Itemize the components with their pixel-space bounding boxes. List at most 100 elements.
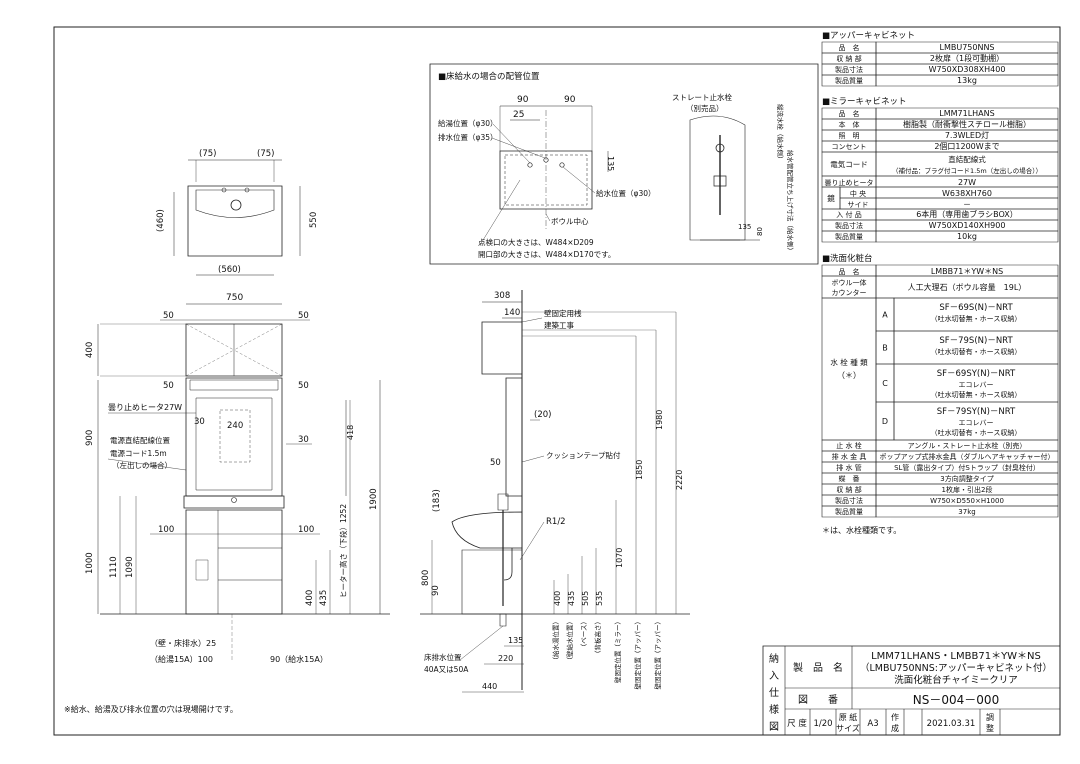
- dim-900: 900: [85, 430, 95, 446]
- vertical-position-label: 壁固定位置（アッパー）: [633, 618, 642, 690]
- dim-50-a: 50: [163, 311, 174, 321]
- spec-row-value: LMBU750NNS: [939, 43, 994, 52]
- straight-valve-label: ストレート止水栓: [672, 92, 732, 102]
- spec-row-label: 製品寸法: [835, 496, 863, 505]
- paper-label-2: サイズ: [836, 723, 860, 733]
- spec-row-label: 照 明: [839, 132, 860, 140]
- spec-row-label: 収 納 部: [836, 54, 861, 63]
- spec-row-value: 1枚扉・引出2段: [942, 485, 993, 494]
- vanity-name-label: 品 名: [839, 267, 860, 276]
- floor-drain-label-2: 40A又は50A: [424, 665, 469, 674]
- mirror-side-val: －: [963, 200, 971, 209]
- vert-label-2: 給水管配管立ち上げ寸法（給水側）: [786, 150, 795, 254]
- title-side-char: 入: [769, 671, 779, 682]
- wall-anchor-2: 建築工事: [544, 320, 574, 330]
- top-view: (75) (75) (460) 550 (560): [156, 149, 319, 275]
- made-date: 2021.03.31: [927, 719, 976, 729]
- made-label-2: 成: [891, 723, 899, 733]
- drawing-number: NS－004－000: [913, 693, 999, 707]
- dim-100-b: 100: [298, 525, 314, 535]
- spec-row-label: 入 付 品: [836, 210, 861, 219]
- dim-460: (460): [156, 209, 166, 232]
- dim-183: (183): [432, 489, 442, 512]
- faucet-model: SF－69SY(N)－NRT: [937, 369, 1016, 379]
- heater-label: 曇り止めヒータ27W: [108, 402, 182, 412]
- adjust-label-1: 調: [986, 712, 994, 722]
- vert-label-1: 縦流水栓（給水側）: [776, 104, 785, 163]
- mirror-center-val: W638XH760: [942, 189, 992, 198]
- cushion-tape-label: クッションテープ貼付: [546, 450, 621, 460]
- dim-440: 440: [482, 682, 497, 691]
- spec-row-value: W750XD308XH400: [929, 65, 1006, 74]
- spec-row-label: コンセント: [832, 143, 867, 151]
- faucet-label-1: 水 栓 種 類: [830, 357, 868, 367]
- faucet-detail: エコレバー: [959, 419, 994, 427]
- vertical-position-label: （壁給水位置）: [565, 618, 574, 664]
- dim-435-front: 435: [319, 590, 329, 606]
- paper-label-1: 原 紙: [839, 712, 858, 722]
- bowl-center-label: ボウル中心: [551, 216, 589, 226]
- dim-750: 750: [226, 293, 243, 303]
- spec-row-value: 7.3WLED灯: [945, 130, 989, 140]
- dim-75-right: (75): [257, 149, 274, 159]
- title-side-char: 納: [769, 652, 779, 665]
- dim-25: 25: [513, 110, 524, 120]
- dim-90-right: 90: [564, 95, 576, 105]
- spec-row-value: 樹脂製（耐衝撃性スチロール樹脂）: [903, 119, 1031, 129]
- dim-1090: 1090: [125, 556, 135, 578]
- dim-1850: 1850: [635, 460, 644, 480]
- spec-row-value: 2個口1200Wまで: [934, 141, 999, 151]
- heater-row-label: 曇り止めヒータ: [825, 178, 874, 187]
- dim-90-left: 90: [517, 95, 529, 105]
- vertical-position-label: （背板高さ）: [593, 618, 602, 657]
- dim-30-a: 30: [194, 417, 205, 427]
- faucet-detail: （吐水切替無・ホース収納）: [931, 314, 1022, 323]
- dim-50-c: 50: [163, 381, 174, 391]
- dim-135-floor: 135: [508, 636, 523, 645]
- cord-label-1: 電源直結配線位置: [110, 435, 170, 445]
- spec-row-value: W750×D550×H1000: [930, 497, 1004, 505]
- floor-piping-panel: ■床給水の場合の配管位置 90 90 25 給湯位置（φ30） 排水位置（φ35…: [430, 64, 818, 264]
- spec-row-value: ポップアップ式排水金具（ダブルヘアキャッチャー付）: [880, 452, 1055, 461]
- spec-row-label: 製品寸法: [835, 221, 863, 230]
- faucet-label-2: （＊）: [837, 371, 861, 380]
- dim-80-side: 80: [756, 227, 764, 236]
- heater-height: ヒーター高さ（下段）1252: [338, 504, 348, 598]
- mirror-side-label: サイド: [848, 201, 869, 209]
- water-position-label: 給水位置（φ30）: [596, 188, 656, 198]
- product-name-line-2: （LMBU750NNS:アッパーキャビネット付）: [860, 662, 1052, 674]
- dim-505: 505: [581, 591, 590, 606]
- title-side-char: 図: [769, 721, 779, 733]
- dim-535: 535: [595, 591, 604, 606]
- product-name-line-3: 洗面化粧台チャイミークリア: [894, 674, 1017, 686]
- spec-row-label: 収 納 部: [836, 485, 861, 494]
- vertical-position-label: 壁固定位置（アッパー）: [653, 618, 662, 690]
- dim-50-side: 50: [490, 458, 501, 468]
- dim-1070: 1070: [615, 548, 624, 568]
- dim-90-side: 90: [431, 585, 441, 596]
- scale-value: 1/20: [813, 719, 832, 729]
- scale-label: 尺 度: [787, 718, 807, 729]
- bowl-label-1: ボウル一体: [832, 278, 867, 287]
- dim-550: 550: [309, 212, 319, 228]
- cord-label-3: （左出しの場合）: [112, 460, 172, 470]
- cord-label-2: 電源コード1.5m: [110, 449, 167, 458]
- spec-row-label: 製品質量: [835, 507, 863, 516]
- faucet-detail: エコレバー: [959, 381, 994, 389]
- dim-1000: 1000: [85, 552, 95, 574]
- supply-15a-label: （給湯15A）100: [150, 654, 213, 664]
- dim-140: 140: [504, 308, 520, 318]
- dim-30-b: 30: [298, 435, 309, 445]
- faucet-model: SF－79S(N)－NRT: [939, 336, 1013, 346]
- faucet-model: SF－79SY(N)－NRT: [937, 407, 1016, 417]
- faucet-detail: （吐水切替有・ホース収納）: [931, 347, 1022, 356]
- dim-240: 240: [227, 421, 243, 431]
- spec-row-value: 2枚扉（1段可動棚）: [930, 53, 1004, 63]
- mirror-center-label: 中 央: [850, 189, 866, 198]
- dim-20: (20): [534, 410, 551, 420]
- dim-135-side: 135: [738, 223, 751, 231]
- drawing-number-label: 図 番: [798, 694, 838, 706]
- faucet-model: SF－69S(N)－NRT: [939, 303, 1013, 313]
- spec-row-value: 37kg: [958, 508, 975, 516]
- spec-row-value: W750XD140XH900: [929, 221, 1006, 230]
